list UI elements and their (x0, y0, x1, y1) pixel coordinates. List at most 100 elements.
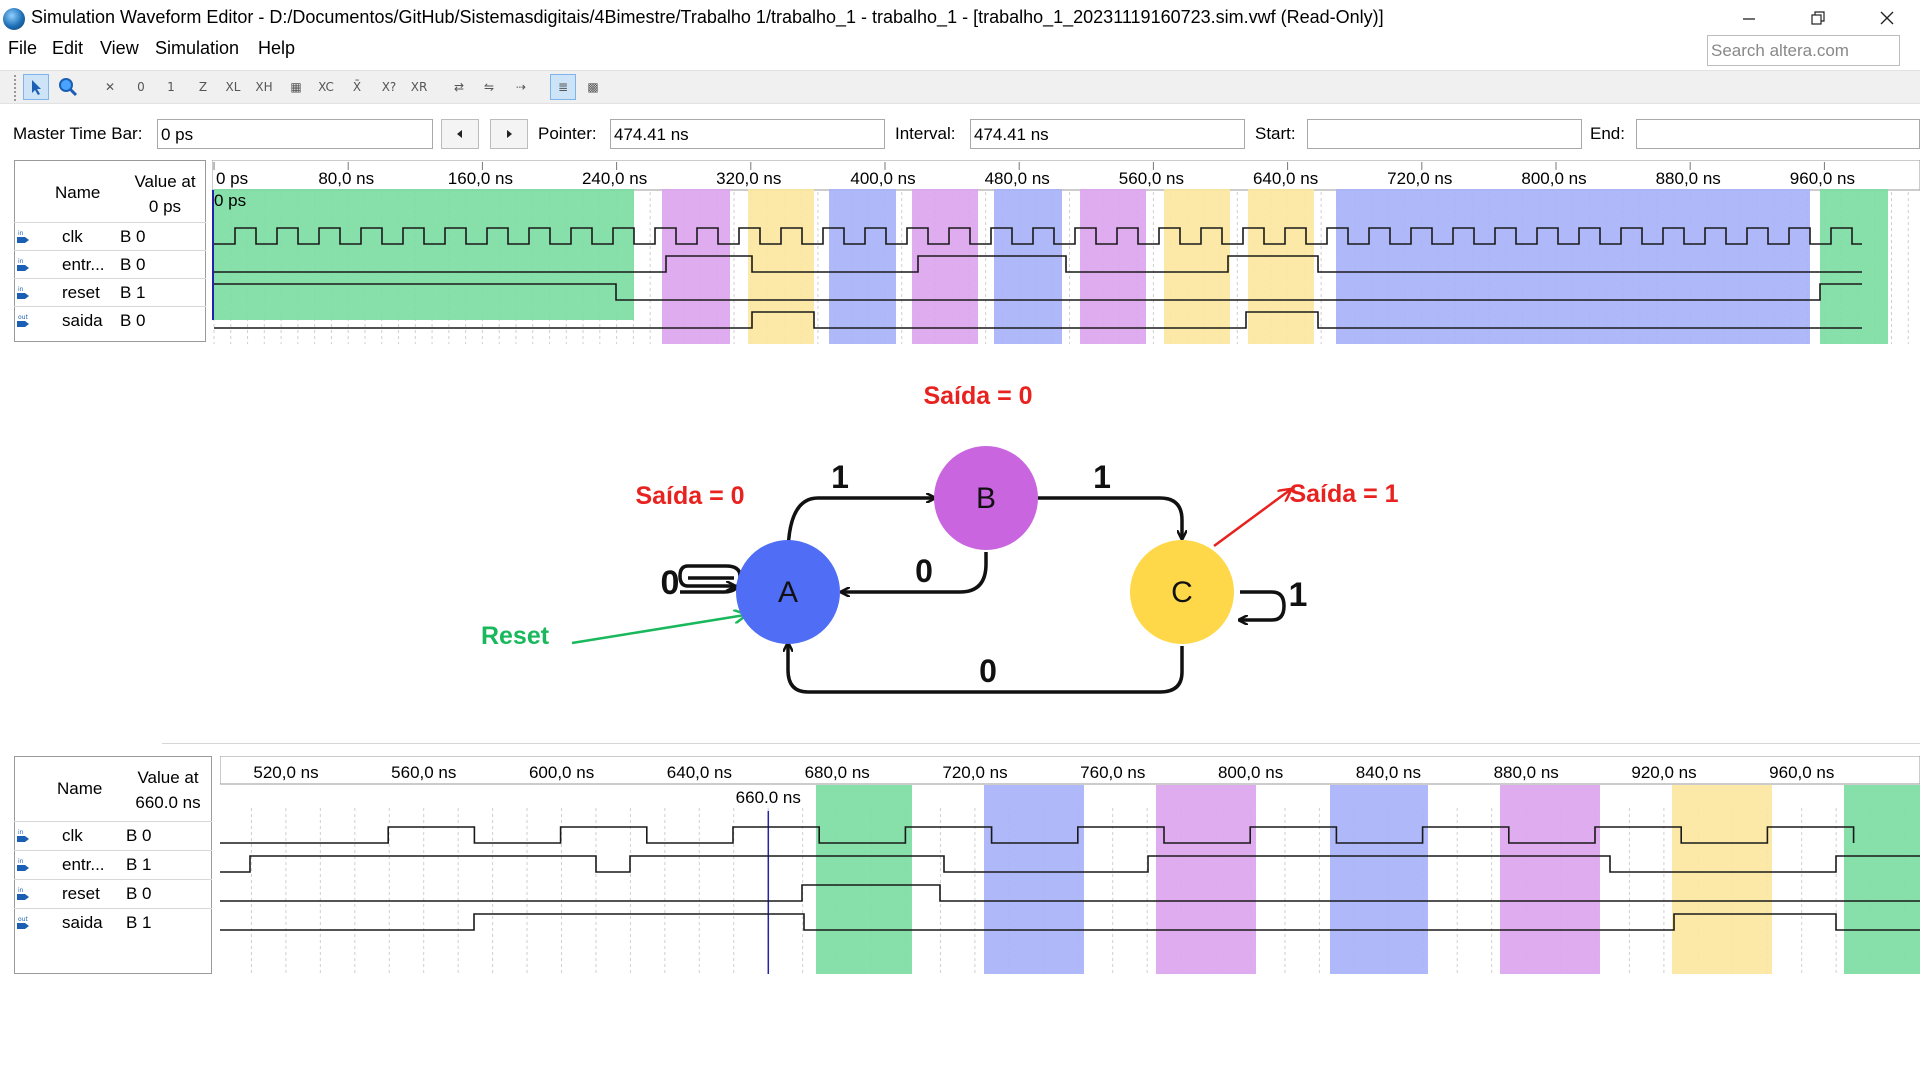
menu-edit[interactable]: Edit (52, 38, 84, 58)
start-field[interactable] (1307, 119, 1582, 149)
clock-value-button[interactable]: X? (376, 74, 402, 100)
state-c-label: C (1171, 576, 1193, 609)
bottom-state-highlight-reset (816, 785, 912, 974)
state-b-node (934, 446, 1038, 550)
pointer-field[interactable]: 474.41 ns (610, 119, 885, 149)
menu-simulation[interactable]: Simulation (155, 38, 240, 58)
minimize-button[interactable] (1717, 0, 1781, 36)
invert-button[interactable]: XC (313, 74, 339, 100)
arbitrary-value-button[interactable]: ⇄ (446, 74, 472, 100)
input-pin-icon: in (16, 229, 30, 245)
menu-help[interactable]: Help (258, 38, 296, 58)
svg-text:in: in (18, 258, 24, 265)
label-c-self: 1 (1289, 576, 1308, 614)
top-tick-label: 80,0 ns (318, 169, 374, 188)
menu-view[interactable]: View (100, 38, 139, 58)
signal-value: B 0 (120, 227, 146, 246)
top-state-highlight-a (1336, 189, 1810, 344)
search-input[interactable]: Search altera.com (1707, 35, 1900, 66)
menu-bar: File Edit View Simulation Help (0, 36, 1920, 66)
top-tick-label: 720,0 ns (1387, 169, 1452, 188)
bottom-tick-label: 680,0 ns (805, 763, 870, 782)
top-state-highlight-c (748, 189, 814, 344)
bottom-tick-label: 840,0 ns (1356, 763, 1421, 782)
top-tick-label: 160,0 ns (448, 169, 513, 188)
top-wave-reset (214, 283, 1862, 301)
menu-file[interactable]: File (8, 38, 38, 58)
weak-high-button[interactable]: XH (251, 74, 277, 100)
bottom-tick-label: 520,0 ns (253, 763, 318, 782)
input-pin-icon: in (16, 857, 30, 873)
invert-icon: XC (318, 80, 334, 94)
signal-value: B 1 (126, 855, 152, 874)
input-pin-icon: in (16, 828, 30, 844)
edge-c-self-loop (1240, 590, 1286, 620)
top-tick-label: 480,0 ns (985, 169, 1050, 188)
random-value-button[interactable]: XR (406, 74, 432, 100)
high-impedance-button[interactable]: Z (190, 74, 216, 100)
count-value-icon: X̄ (352, 80, 362, 94)
snap-to-grid-button[interactable]: ⇋ (476, 74, 502, 100)
top-state-highlight-c (1248, 189, 1314, 344)
top-cursor-label: 0 ps (214, 191, 246, 210)
output-pin-icon: out (16, 313, 30, 329)
overwrite-clock-icon: ≣ (557, 80, 569, 94)
input-pin-icon: in (16, 886, 30, 902)
state-diagram: A B C 1 1 0 0 1 0 Saída = 0 Saída = 0 Sa… (481, 382, 1399, 694)
forcing-unknown-button[interactable]: ✕ (97, 74, 123, 100)
label-b-to-c: 1 (1093, 459, 1111, 495)
signal-value: B 0 (126, 884, 152, 903)
top-tick-label: 880,0 ns (1656, 169, 1721, 188)
forcing-low-button[interactable]: 0 (128, 74, 154, 100)
output-c-label: Saída = 1 (1289, 480, 1398, 508)
master-time-bar-field[interactable]: 0 ps (157, 119, 433, 149)
bottom-wave-saida (220, 913, 1920, 931)
weak-low-button[interactable]: XL (220, 74, 246, 100)
count-value-button[interactable]: X̄ (344, 74, 370, 100)
previous-transition-button[interactable] (441, 119, 479, 149)
edge-b-to-a (842, 552, 988, 592)
output-b-label: Saída = 0 (923, 382, 1032, 410)
bottom-tick-label: 760,0 ns (1080, 763, 1145, 782)
next-transition-button[interactable] (490, 119, 528, 149)
forcing-high-button[interactable]: 1 (158, 74, 184, 100)
top-tick-label: 640,0 ns (1253, 169, 1318, 188)
bottom-wave-reset (220, 884, 1920, 902)
bottom-time-ruler[interactable] (220, 756, 1920, 785)
zoom-tool-button[interactable] (55, 74, 81, 100)
state-a-label: A (778, 576, 798, 609)
signal-row-clk[interactable]: in clk B 0 (14, 222, 206, 250)
signal-name: clk (62, 227, 83, 246)
top-time-ruler[interactable] (212, 160, 1920, 191)
pointer-tool-button[interactable] (23, 74, 49, 100)
interval-field[interactable]: 474.41 ns (970, 119, 1245, 149)
forcing-low-icon: 0 (137, 80, 145, 94)
top-state-highlight-a (829, 189, 896, 344)
top-state-highlight-reset (1820, 189, 1888, 344)
overwrite-clock-button[interactable]: ≣ (550, 74, 576, 100)
radix-button[interactable]: ▩ (580, 74, 606, 100)
end-label: End: (1590, 124, 1625, 143)
svg-text:in: in (18, 230, 24, 237)
toolbar-grip[interactable] (14, 75, 17, 101)
bottom-signal-list: Name Value at 660.0 ns (14, 756, 212, 974)
grid-settings-button[interactable]: ⇢ (508, 74, 534, 100)
top-tick-label: 400,0 ns (850, 169, 915, 188)
restore-button[interactable] (1786, 0, 1850, 36)
close-button[interactable] (1855, 0, 1919, 36)
svg-text:in: in (18, 858, 24, 865)
bottom-state-highlight-c (1672, 785, 1772, 974)
dont-care-button[interactable]: ▦ (283, 74, 309, 100)
end-field[interactable] (1636, 119, 1920, 149)
signal-name: saida (62, 913, 103, 932)
signal-name: reset (62, 283, 100, 302)
